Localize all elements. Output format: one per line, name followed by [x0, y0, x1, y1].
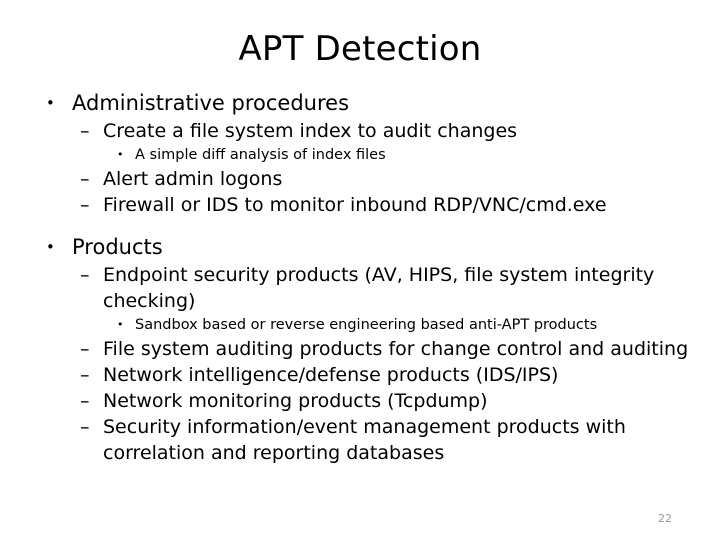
bullet-dot-icon: •	[46, 238, 55, 256]
list-item-level3[interactable]: • A simple diff analysis of index files	[117, 144, 694, 166]
list-item-label: Alert admin logons	[103, 168, 283, 190]
list-item-level2[interactable]: – Network monitoring products (Tcpdump)	[80, 388, 694, 414]
list-item-label: Firewall or IDS to monitor inbound RDP/V…	[103, 194, 607, 216]
list-item-level2[interactable]: – Firewall or IDS to monitor inbound RDP…	[80, 192, 694, 218]
list-item-level2[interactable]: – Network intelligence/defense products …	[80, 362, 694, 388]
list-item-level2[interactable]: – Alert admin logons	[80, 166, 694, 192]
slide-number: 22	[658, 512, 672, 525]
bullet-dot-icon: •	[46, 94, 55, 112]
list-item-level1[interactable]: • Products	[34, 232, 694, 262]
list-item-label: Products	[72, 235, 163, 259]
outline-group-products: • Products – Endpoint security products …	[34, 232, 694, 466]
list-item-level2[interactable]: – File system auditing products for chan…	[80, 336, 694, 362]
dash-icon: –	[80, 264, 90, 286]
slide-body: • Administrative procedures – Create a f…	[34, 88, 694, 466]
dash-icon: –	[80, 338, 90, 360]
list-item-label: Sandbox based or reverse engineering bas…	[135, 317, 598, 333]
dash-icon: –	[80, 194, 90, 216]
dash-icon: –	[80, 390, 90, 412]
list-item-level2[interactable]: – Security information/event management …	[80, 414, 694, 466]
outline-group-administrative-procedures: • Administrative procedures – Create a f…	[34, 88, 694, 218]
list-item-label: A simple diff analysis of index files	[135, 147, 386, 163]
bullet-dot-small-icon: •	[117, 318, 124, 331]
list-item-level3[interactable]: • Sandbox based or reverse engineering b…	[117, 314, 694, 336]
list-item-label: Network intelligence/defense products (I…	[103, 364, 559, 386]
list-item-level2[interactable]: – Create a file system index to audit ch…	[80, 118, 694, 144]
list-item-label: Endpoint security products (AV, HIPS, fi…	[103, 264, 655, 312]
dash-icon: –	[80, 168, 90, 190]
dash-icon: –	[80, 364, 90, 386]
list-item-label: File system auditing products for change…	[103, 338, 689, 360]
list-item-level2[interactable]: – Endpoint security products (AV, HIPS, …	[80, 262, 694, 314]
list-item-label: Security information/event management pr…	[103, 416, 626, 464]
list-item-level1[interactable]: • Administrative procedures	[34, 88, 694, 118]
list-item-label: Administrative procedures	[72, 91, 350, 115]
bullet-dot-small-icon: •	[117, 148, 124, 161]
dash-icon: –	[80, 120, 90, 142]
list-item-label: Create a file system index to audit chan…	[103, 120, 518, 142]
list-item-label: Network monitoring products (Tcpdump)	[103, 390, 488, 412]
page-title: APT Detection	[238, 29, 482, 69]
dash-icon: –	[80, 416, 90, 438]
